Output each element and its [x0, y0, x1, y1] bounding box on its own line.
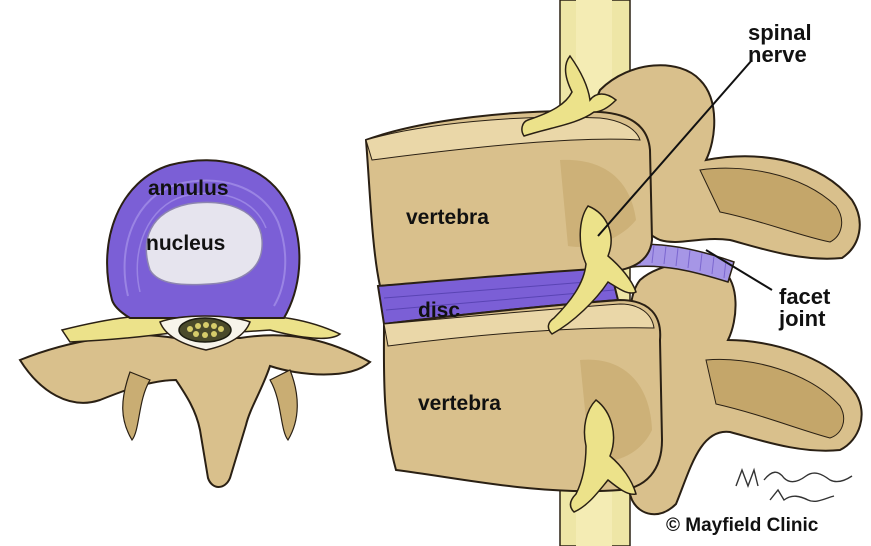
vertebra-upper-label: vertebra — [406, 207, 489, 228]
facet-joint-label-line1: facet — [779, 286, 830, 308]
disc-label: disc — [418, 300, 460, 321]
spinal-nerve-label-line2: nerve — [748, 44, 812, 66]
artist-signature — [736, 470, 852, 501]
facet-joint-label: facet joint — [779, 286, 830, 330]
vertebra-lower-label: vertebra — [418, 393, 501, 414]
spinal-nerve-label: spinal nerve — [748, 22, 812, 66]
nucleus-label: nucleus — [146, 233, 225, 254]
spinal-nerve-label-line1: spinal — [748, 22, 812, 44]
facet-joint-label-line2: joint — [779, 308, 830, 330]
annulus-label: annulus — [148, 178, 229, 199]
axial-posterior-bone — [20, 335, 370, 487]
copyright-credit: © Mayfield Clinic — [666, 516, 818, 535]
lateral-spine-view — [366, 0, 862, 546]
axial-vertebra-view — [20, 160, 370, 487]
